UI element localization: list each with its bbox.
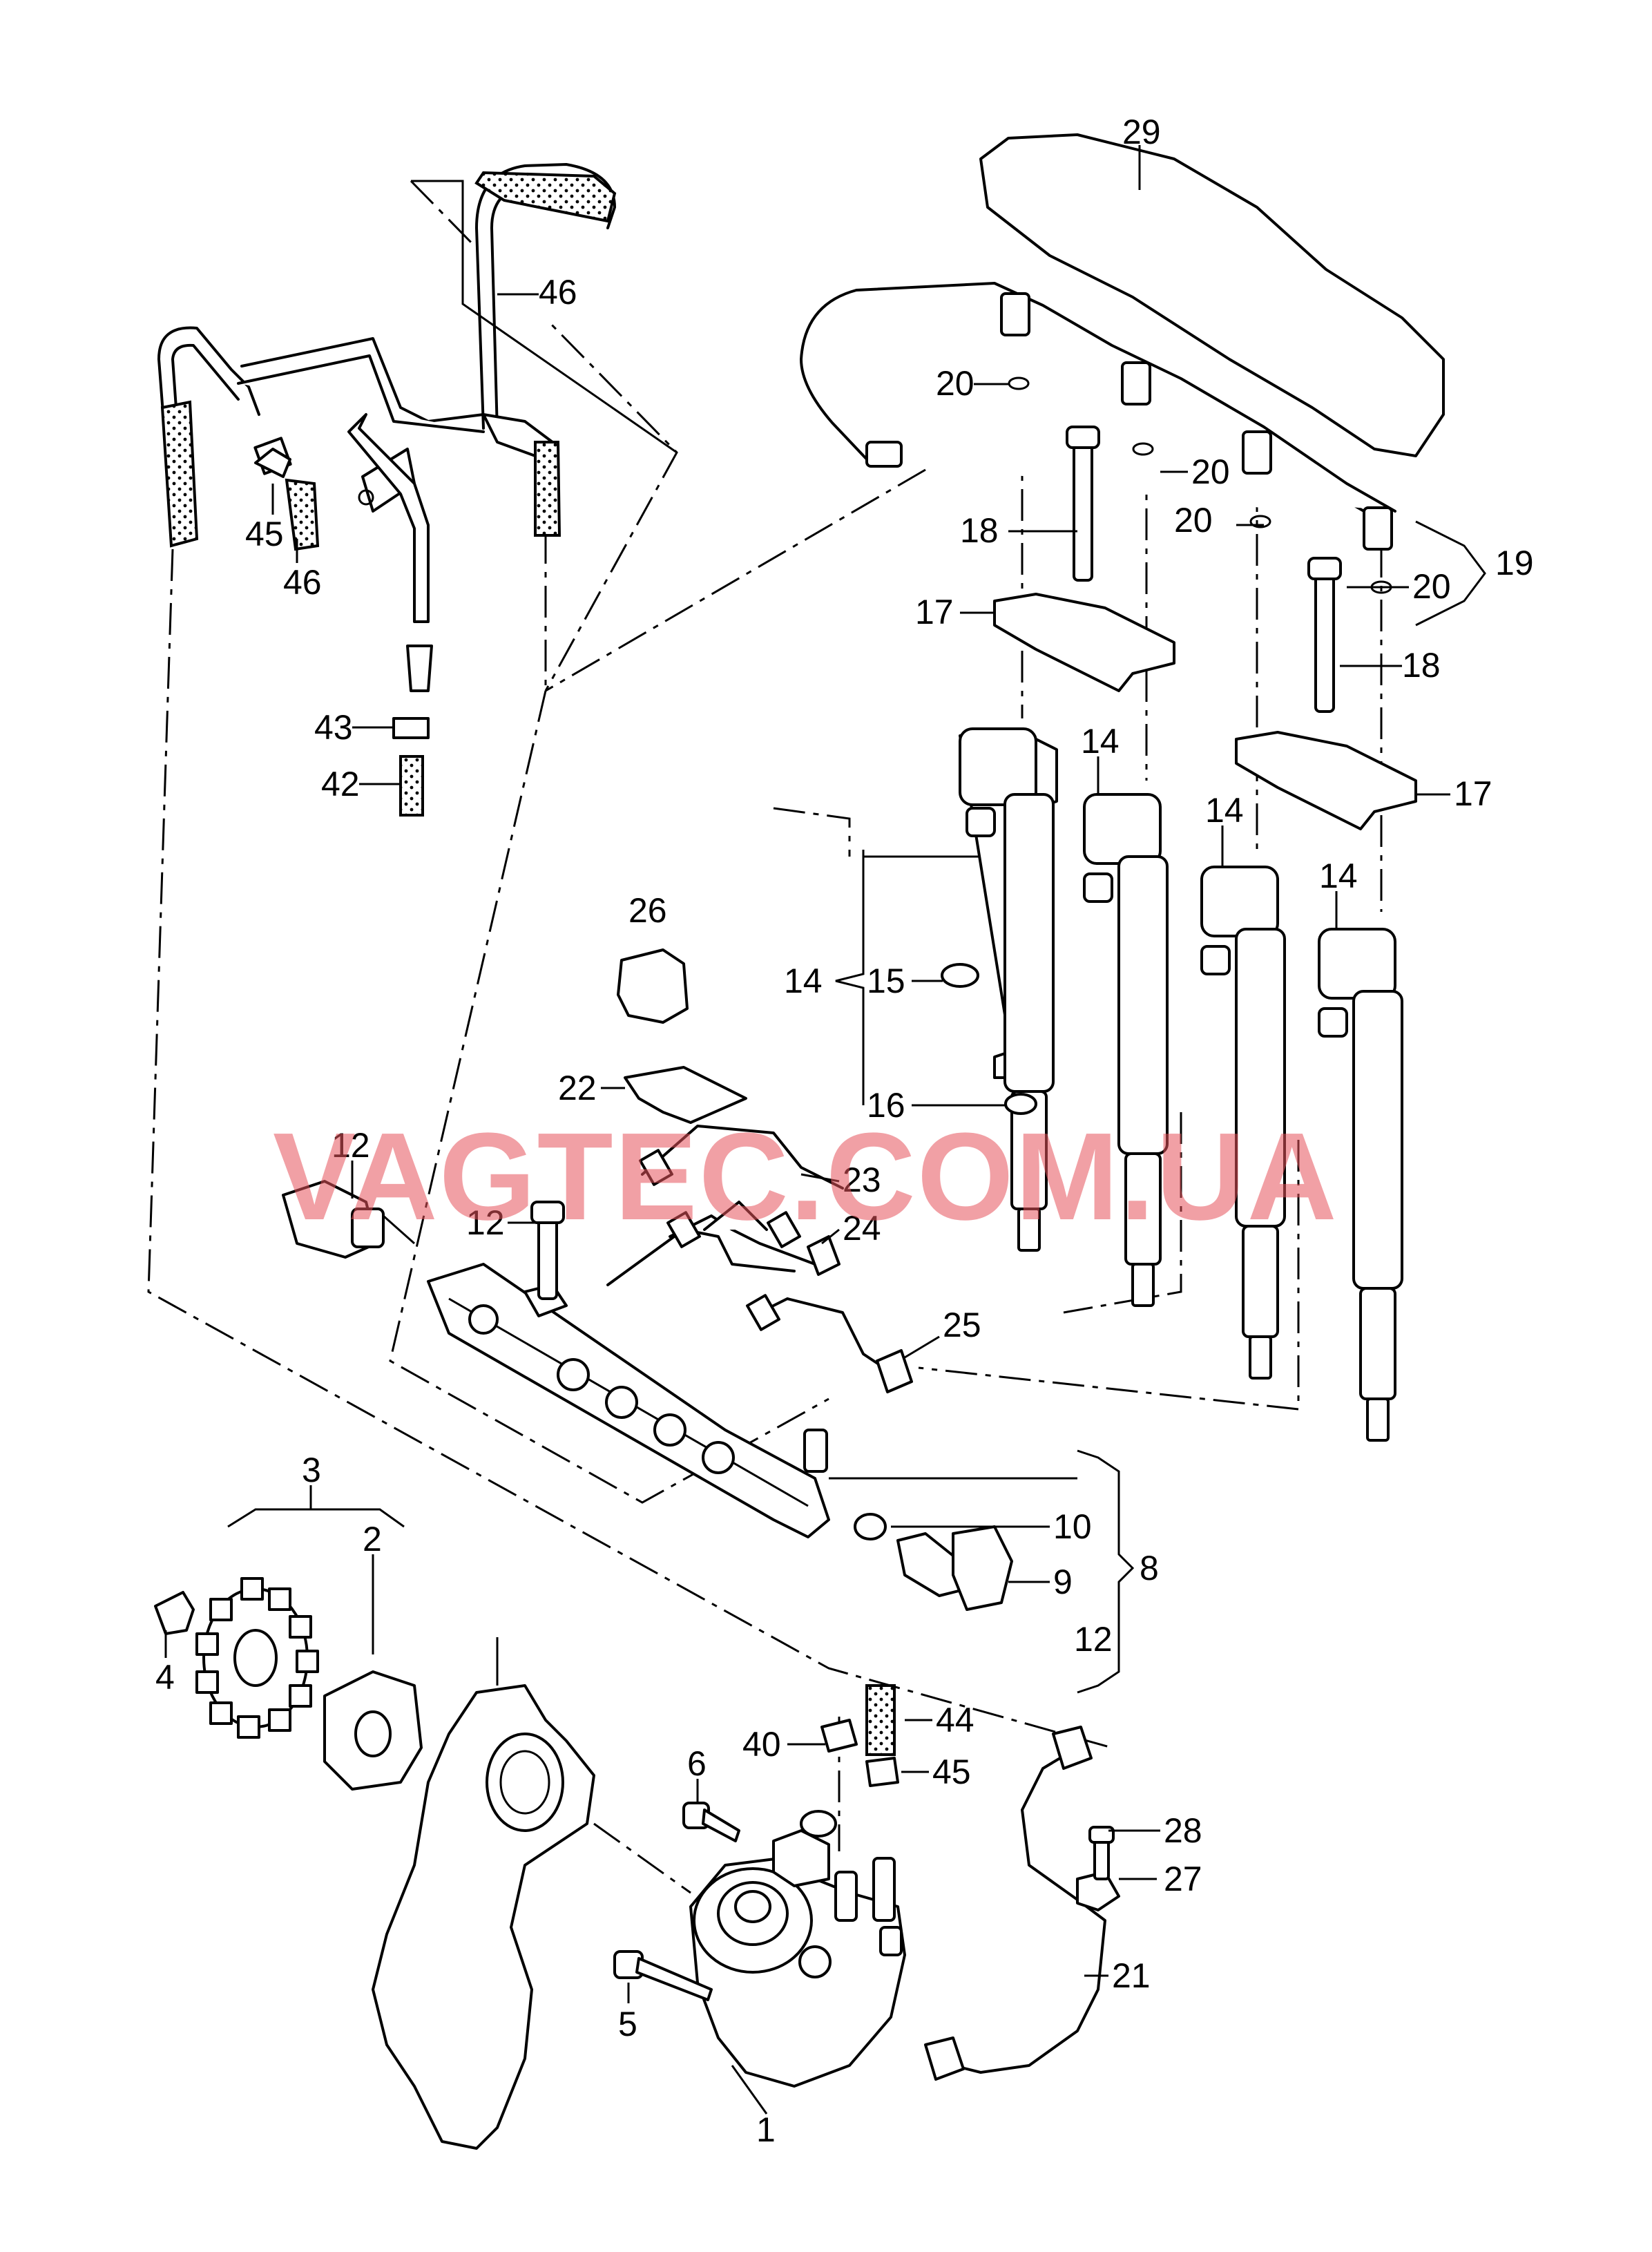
bolt-6 — [682, 1802, 740, 1842]
pipe-21-nut-top — [1052, 1726, 1093, 1770]
callout-45: 45 — [245, 515, 284, 553]
hose-right — [534, 441, 561, 537]
clamp-17-right — [1235, 731, 1417, 830]
injector-clamps — [993, 376, 1417, 830]
bolt-5 — [613, 1950, 713, 2001]
nut-25 — [876, 1349, 913, 1393]
callout-18-b: 18 — [1402, 646, 1441, 685]
engine-cover — [979, 133, 1445, 457]
injector-3 — [1200, 866, 1286, 1380]
pipe-21-nut-bottom — [924, 2036, 965, 2081]
bolt-18-right — [1314, 572, 1335, 713]
callout-20-a: 20 — [936, 364, 974, 403]
return-hose-assembly — [157, 163, 617, 817]
high-pressure-pump — [689, 1810, 906, 2088]
callout-17-a: 17 — [915, 593, 954, 631]
callout-20-c: 20 — [1174, 501, 1213, 540]
callout-12: 12 — [466, 1203, 505, 1242]
callout-15: 15 — [867, 962, 905, 1000]
callout-29: 29 — [1122, 113, 1161, 151]
callout-14-b: 14 — [1205, 791, 1244, 830]
callout-40: 42 — [321, 765, 360, 803]
bolt-12 — [530, 1201, 565, 1300]
seal-10 — [854, 1513, 887, 1540]
rail-outlet — [803, 1429, 828, 1473]
callout-2: 2 — [363, 1520, 382, 1558]
pump-drive — [154, 1577, 423, 1791]
injectors — [941, 727, 1403, 1442]
leader-lines — [164, 145, 1486, 2115]
callout-18-a: 18 — [960, 511, 999, 550]
gear-teeth — [195, 1577, 319, 1739]
hose-42 — [865, 1684, 896, 1756]
pressure-sensor-11-upper — [282, 1180, 415, 1259]
callout-20-d: 20 — [1412, 567, 1451, 606]
hose-fitting-lower — [406, 645, 433, 692]
hose-40 — [399, 755, 424, 817]
hose-section-left — [160, 400, 199, 548]
fuel-rail — [427, 1263, 830, 1538]
injector-4 — [1318, 928, 1403, 1442]
callout-14-d: 14 — [784, 962, 823, 1000]
hose-short — [285, 478, 320, 551]
callout-11-a: 12 — [332, 1126, 370, 1165]
callout-9: 9 — [1053, 1563, 1073, 1601]
callout-4: 4 — [155, 1658, 175, 1697]
hose-top — [474, 171, 617, 223]
seal-16 — [1004, 1093, 1037, 1115]
callout-5: 5 — [618, 2005, 637, 2043]
clamp-43 — [865, 1757, 899, 1787]
high-pressure-pipes — [606, 1125, 913, 1393]
callout-16: 16 — [867, 1086, 905, 1125]
callout-46: 46 — [539, 273, 577, 312]
callout-19: 19 — [1495, 544, 1534, 582]
callout-26: 26 — [628, 891, 667, 930]
nut-24 — [807, 1235, 841, 1276]
clamp-30 — [820, 1719, 858, 1753]
bracket-22 — [624, 1066, 747, 1124]
nut-4 — [154, 1591, 195, 1635]
callouts: 29 46 20 20 20 20 19 18 18 17 17 14 14 1… — [155, 113, 1534, 2149]
callout-17-b: 17 — [1454, 774, 1492, 813]
callout-8: 8 — [1140, 1549, 1159, 1587]
cover-opening — [486, 1733, 564, 1832]
leak-off-line-19 — [800, 282, 1396, 551]
callout-23: 23 — [843, 1161, 881, 1199]
callout-11-b: 12 — [1074, 1620, 1113, 1659]
callout-25: 25 — [943, 1306, 981, 1344]
callout-14-c: 14 — [1319, 857, 1358, 895]
callout-44: 46 — [283, 563, 322, 602]
callout-20-b: 20 — [1191, 452, 1230, 491]
callout-43: 45 — [932, 1753, 971, 1791]
callout-22: 22 — [558, 1069, 597, 1107]
watermark: VAGTEC.COM.UA — [273, 1107, 1338, 1246]
injector-2 — [1083, 793, 1169, 1307]
pressure-regulating-valve — [854, 1513, 1013, 1611]
callout-28: 28 — [1164, 1811, 1202, 1850]
callout-6: 6 — [687, 1744, 707, 1783]
clamp-17-left — [993, 593, 1175, 692]
callout-3: 3 — [302, 1451, 321, 1489]
bolt-18-left — [1073, 441, 1093, 582]
callout-1: 1 — [756, 2110, 776, 2149]
callout-21: 21 — [1112, 1956, 1151, 1995]
callout-41: 43 — [314, 708, 353, 747]
callout-30: 40 — [742, 1725, 781, 1764]
high-pressure-pipe-21 — [952, 1746, 1106, 2074]
callout-10: 10 — [1053, 1507, 1092, 1546]
callout-24: 24 — [843, 1209, 881, 1248]
injector-1 — [959, 727, 1058, 1252]
plug-26 — [617, 948, 689, 1024]
callout-42: 44 — [936, 1701, 974, 1739]
callout-27: 27 — [1164, 1860, 1202, 1898]
o-ring-15 — [941, 963, 979, 988]
clamp-45 — [254, 448, 291, 478]
callout-14-a: 14 — [1081, 722, 1120, 761]
clamp-41 — [392, 717, 430, 739]
